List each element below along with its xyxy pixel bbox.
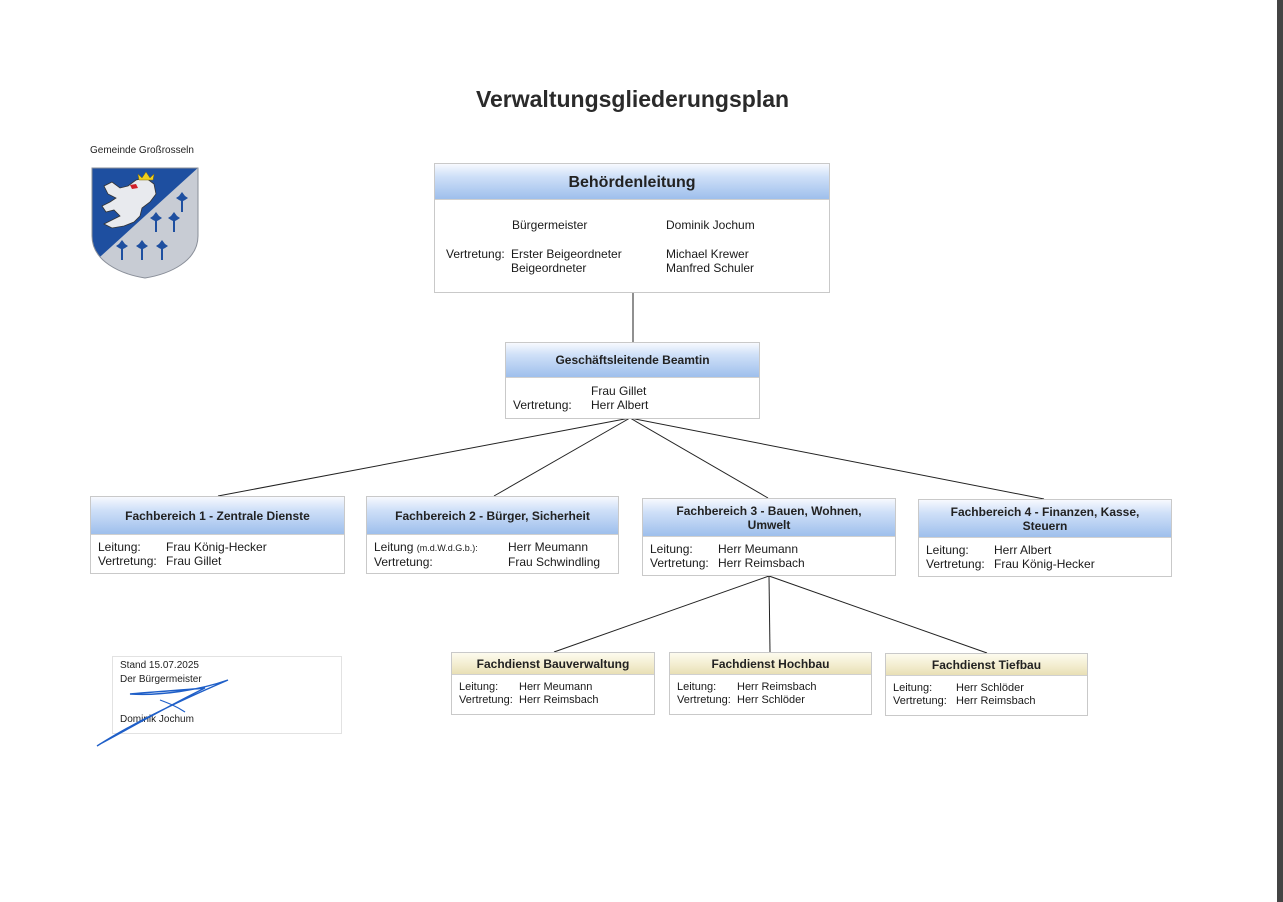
vertretung-name: Frau Schwindling: [508, 555, 601, 569]
box-heading: Geschäftsleitende Beamtin: [506, 343, 759, 378]
connector-fb3-to-fd2: [768, 575, 771, 653]
leitung-label: Leitung:: [459, 681, 499, 693]
connector-gl-to-fb3: [629, 417, 769, 499]
vertretung-label: Vertretung:: [677, 694, 731, 706]
box-heading: Fachbereich 2 - Bürger, Sicherheit: [367, 497, 618, 535]
vertretung-label: Vertretung:: [926, 557, 985, 571]
vertretung-label: Vertretung:: [893, 695, 947, 707]
box-fachdienst-hochbau: Fachdienst Hochbau Leitung: Herr Reimsbac…: [669, 652, 872, 715]
signatory-name: Dominik Jochum: [120, 714, 194, 725]
box-fachdienst-bauverwaltung: Fachdienst Bauverwaltung Leitung: Herr Me…: [451, 652, 655, 715]
signatory-role: Der Bürgermeister: [120, 674, 202, 685]
vertretung-name: Frau Gillet: [166, 554, 222, 568]
vertretung-name: Herr Reimsbach: [956, 695, 1036, 707]
vertretung-name: Herr Reimsbach: [519, 694, 599, 706]
role-buergermeister: Bürgermeister: [512, 218, 588, 232]
box-heading: Behördenleitung: [435, 164, 829, 200]
leitung-label: Leitung:: [926, 543, 969, 557]
leitung-label: Leitung:: [677, 681, 717, 693]
connector-fb3-to-fd3: [768, 575, 988, 654]
box-heading: Fachdienst Tiefbau: [886, 654, 1087, 676]
box-fachbereich-2: Fachbereich 2 - Bürger, Sicherheit Leitu…: [366, 496, 619, 574]
connector-gl-to-fb4: [629, 417, 1045, 500]
municipality-name: Gemeinde Großrosseln: [90, 145, 194, 156]
vertretung-label: Vertretung:: [446, 247, 505, 261]
vertretung-name: Herr Reimsbach: [718, 556, 805, 570]
gl-vertretung: Herr Albert: [591, 398, 649, 412]
leitung-name: Herr Schlöder: [956, 682, 1024, 694]
box-fachbereich-1: Fachbereich 1 - Zentrale Dienste Leitung…: [90, 496, 345, 574]
box-geschaeftsleitung: Geschäftsleitende Beamtin Frau Gillet Ve…: [505, 342, 760, 419]
vertretung-name: Herr Schlöder: [737, 694, 805, 706]
page-edge-bar: [1277, 0, 1283, 902]
leitung-label: Leitung:: [98, 540, 141, 554]
connector-gl-to-fb1: [217, 417, 631, 497]
box-fachbereich-4: Fachbereich 4 - Finanzen, Kasse, Steuern…: [918, 499, 1172, 577]
leitung-label: Leitung: [374, 540, 414, 554]
box-heading: Fachdienst Hochbau: [670, 653, 871, 675]
gl-name: Frau Gillet: [591, 384, 647, 398]
leitung-name: Herr Meumann: [519, 681, 593, 693]
page-title: Verwaltungsgliederungsplan: [475, 86, 790, 112]
coat-of-arms-icon: [91, 167, 199, 279]
name-beigeordneter: Manfred Schuler: [666, 261, 755, 275]
connector-fb3-to-fd1: [553, 575, 770, 653]
role-beigeordneter: Beigeordneter: [511, 261, 587, 275]
vertretung-label: Vertretung:: [650, 556, 709, 570]
box-heading: Fachbereich 3 - Bauen, Wohnen, Umwelt: [643, 499, 895, 537]
leitung-name: Herr Meumann: [718, 542, 799, 556]
box-fachbereich-3: Fachbereich 3 - Bauen, Wohnen, Umwelt Le…: [642, 498, 896, 576]
stand-date: Stand 15.07.2025: [120, 660, 199, 671]
box-fachdienst-tiefbau: Fachdienst Tiefbau Leitung: Herr Schlöder…: [885, 653, 1088, 716]
leitung-name: Herr Albert: [994, 543, 1052, 557]
vertretung-name: Frau König-Hecker: [994, 557, 1095, 571]
name-erster-beigeordneter: Michael Krewer: [666, 247, 749, 261]
role-erster-beigeordneter: Erster Beigeordneter: [511, 247, 622, 261]
leitung-name: Herr Reimsbach: [737, 681, 817, 693]
box-behoerdenleitung: Behördenleitung Bürgermeister Dominik Jo…: [434, 163, 830, 293]
connector-gl-to-fb2: [493, 417, 631, 497]
box-heading: Fachbereich 4 - Finanzen, Kasse, Steuern: [919, 500, 1171, 538]
name-buergermeister: Dominik Jochum: [666, 218, 755, 232]
leitung-label: Leitung:: [650, 542, 693, 556]
vertretung-label: Vertretung:: [459, 694, 513, 706]
box-heading: Fachdienst Bauverwaltung: [452, 653, 654, 675]
leitung-name: Herr Meumann: [508, 540, 589, 554]
leitung-note: (m.d.W.d.G.b.):: [416, 543, 478, 553]
vertretung-label: Vertretung:: [374, 555, 433, 569]
vertretung-label: Vertretung:: [98, 554, 157, 568]
leitung-label: Leitung:: [893, 682, 933, 694]
box-heading: Fachbereich 1 - Zentrale Dienste: [91, 497, 344, 535]
leitung-name: Frau König-Hecker: [166, 540, 267, 554]
vertretung-label: Vertretung:: [513, 398, 572, 412]
signature-block: Stand 15.07.2025 Der Bürgermeister Domin…: [112, 656, 342, 734]
